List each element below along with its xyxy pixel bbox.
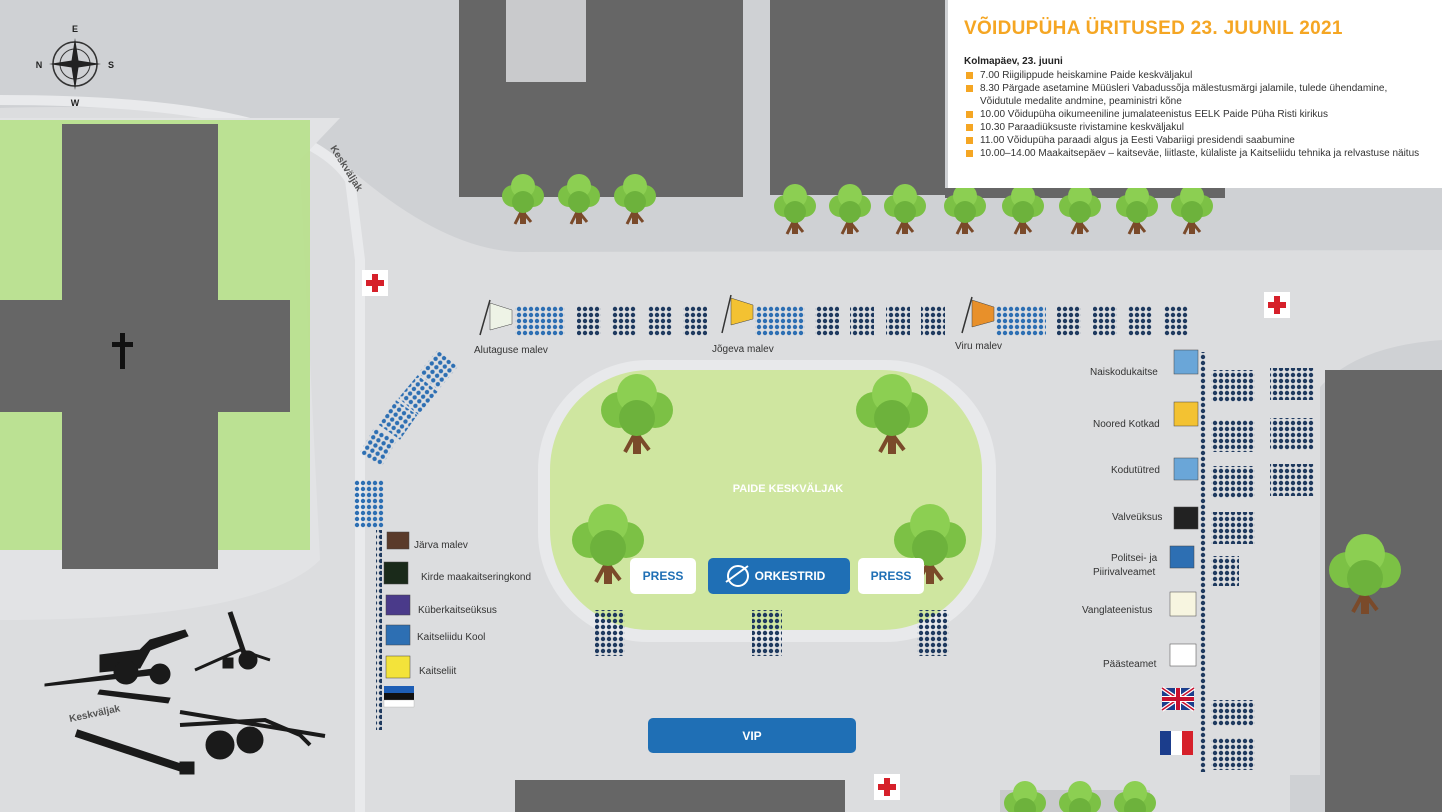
svg-text:ORKESTRID: ORKESTRID bbox=[755, 569, 826, 583]
schedule-item: 7.00 Riigilippude heiskamine Paide keskv… bbox=[964, 69, 1428, 82]
unit-blocks-right bbox=[1160, 349, 1314, 772]
unit-label-naiskodukaitse: Naiskodukaitse bbox=[1090, 367, 1158, 378]
artillery-icon bbox=[44, 611, 326, 775]
unit-label-piirivalveamet: Piirivalveamet bbox=[1093, 567, 1155, 578]
schedule-item: 10.00 Võidupüha oikumeeniline jumalateen… bbox=[964, 108, 1428, 121]
schedule-list: 7.00 Riigilippude heiskamine Paide keskv… bbox=[964, 69, 1428, 160]
schedule-item: 8.30 Pärgade asetamine Müüsleri Vabaduss… bbox=[964, 82, 1428, 108]
red-cross-icon bbox=[1264, 292, 1290, 318]
unit-label-kaitseliit: Kaitseliit bbox=[419, 666, 456, 677]
orchestra-button[interactable]: ORKESTRID bbox=[708, 558, 850, 594]
church-cross-icon bbox=[112, 333, 133, 369]
unit-label-vanglateenistus: Vanglateenistus bbox=[1082, 605, 1152, 616]
square-label: PAIDE KESKVÄLJAK bbox=[733, 482, 843, 495]
unit-blocks-top bbox=[479, 294, 1188, 336]
svg-text:PRESS: PRESS bbox=[871, 569, 912, 583]
press-right-button[interactable]: PRESS bbox=[858, 558, 924, 594]
unit-label-noored-kotkad: Noored Kotkad bbox=[1093, 419, 1160, 430]
red-cross-icon bbox=[874, 774, 900, 800]
press-left-button[interactable]: PRESS bbox=[630, 558, 696, 594]
unit-label-kodututred: Kodutütred bbox=[1111, 465, 1160, 476]
unit-label-kool: Kaitseliidu Kool bbox=[417, 632, 485, 643]
vip-button[interactable]: VIP bbox=[648, 718, 856, 753]
red-cross-icon bbox=[362, 270, 388, 296]
schedule-item: 11.00 Võidupüha paraadi algus ja Eesti V… bbox=[964, 134, 1428, 147]
compass-e: S bbox=[108, 60, 114, 70]
unit-label-jogeva: Jõgeva malev bbox=[712, 344, 774, 355]
unit-blocks-left bbox=[354, 350, 458, 730]
unit-label-kuber: Küberkaitseüksus bbox=[418, 605, 497, 616]
unit-label-politsei: Politsei- ja bbox=[1111, 553, 1158, 564]
unit-label-kirde: Kirde maakaitseringkond bbox=[421, 572, 531, 583]
svg-text:PRESS: PRESS bbox=[643, 569, 684, 583]
schedule-item: 10.00–14.00 Maakaitsepäev – kaitseväe, l… bbox=[964, 147, 1428, 160]
unit-label-jarva: Järva malev bbox=[414, 540, 468, 551]
unit-label-viru: Viru malev bbox=[955, 341, 1002, 352]
schedule-date: Kolmapäev, 23. juuni bbox=[964, 56, 1063, 67]
horn-icon bbox=[725, 565, 749, 587]
compass-icon: E S W N bbox=[36, 24, 114, 108]
compass-n: E bbox=[72, 24, 78, 34]
compass-s: W bbox=[71, 98, 80, 108]
svg-text:VIP: VIP bbox=[742, 729, 761, 743]
unit-label-alutaguse: Alutaguse malev bbox=[474, 345, 548, 356]
compass-w: N bbox=[36, 60, 43, 70]
unit-label-valveuksus: Valveüksus bbox=[1112, 512, 1162, 523]
schedule-item: 10.30 Paraadiüksuste rivistamine keskväl… bbox=[964, 121, 1428, 134]
schedule-title: VÕIDUPÜHA ÜRITUSED 23. JUUNIL 2021 bbox=[964, 18, 1343, 39]
unit-blocks-bottom bbox=[595, 610, 949, 656]
schedule-panel: VÕIDUPÜHA ÜRITUSED 23. JUUNIL 2021 Kolma… bbox=[948, 0, 1442, 188]
unit-label-paasteamet: Päästeamet bbox=[1103, 659, 1157, 670]
